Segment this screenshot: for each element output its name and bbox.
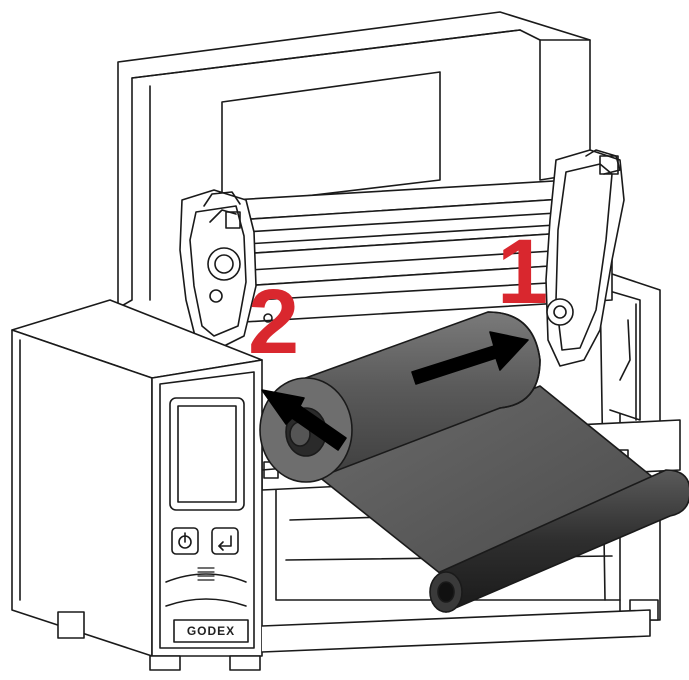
brand-plate [173, 619, 249, 643]
brand-logo: GODEX [186, 624, 236, 638]
power-icon [178, 532, 192, 549]
lcd-display [169, 397, 245, 511]
left-bracket [179, 189, 257, 351]
speaker-grille [197, 567, 215, 581]
arrow-right-icon [411, 331, 529, 385]
step-2-label: 2 [248, 271, 300, 373]
enter-icon [218, 535, 232, 551]
arrow-left-icon [261, 389, 347, 451]
right-bracket [545, 149, 625, 367]
step-1-label: 1 [497, 221, 549, 323]
panel-arc [165, 573, 247, 583]
power-button[interactable] [171, 527, 199, 555]
printhead-assembly [231, 177, 613, 323]
top-cover [117, 11, 591, 309]
enter-button[interactable] [211, 527, 239, 555]
